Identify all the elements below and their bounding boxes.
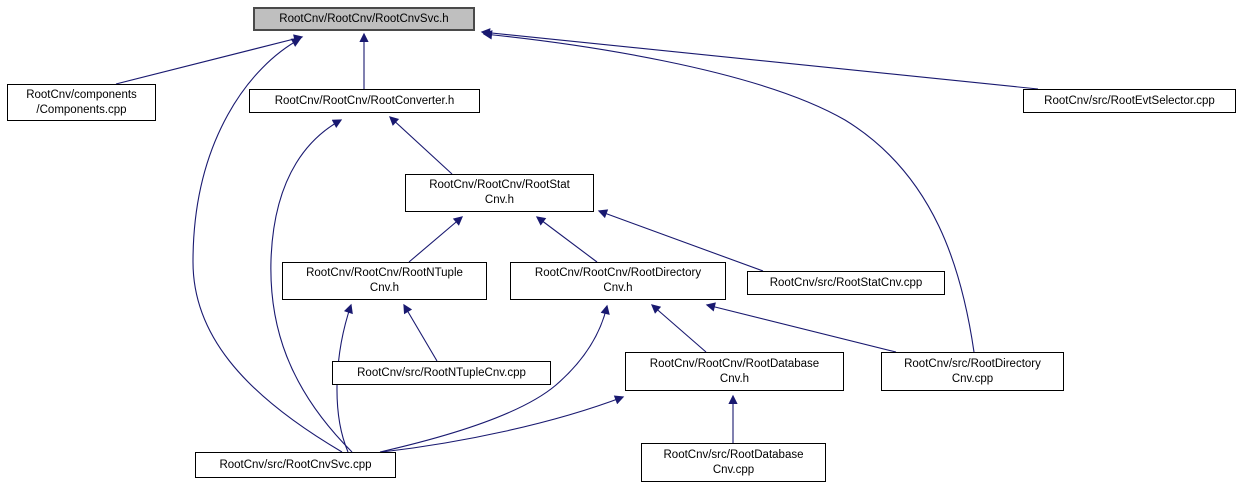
graph-node-rootcnvsvc-cpp[interactable]: RootCnv/src/RootCnvSvc.cpp <box>195 452 396 478</box>
graph-node-rootdirectorycnv-h[interactable]: RootCnv/RootCnv/RootDirectory Cnv.h <box>510 262 726 300</box>
graph-node-rootstatcnv-cpp[interactable]: RootCnv/src/RootStatCnv.cpp <box>747 271 945 295</box>
edge-rootcnvsvc-cpp-to-rootcnvsvc-h <box>192 38 343 453</box>
edge-rootdatabasecnv-h-to-rootdirectorycnv-h <box>651 304 707 353</box>
edge-rootntuplecnv-h-to-rootstatcnv-h <box>408 216 463 263</box>
graph-node-rootcnvsvc-h[interactable]: RootCnv/RootCnv/RootCnvSvc.h <box>253 7 475 31</box>
graph-node-rootntuplecnv-h[interactable]: RootCnv/RootCnv/RootNTuple Cnv.h <box>282 262 487 300</box>
edge-rootevtselector-cpp-to-rootcnvsvc-h <box>480 28 1039 90</box>
edge-rootstatcnv-cpp-to-rootstatcnv-h <box>597 209 764 272</box>
graph-node-rootevtselector-cpp[interactable]: RootCnv/src/RootEvtSelector.cpp <box>1023 89 1236 113</box>
edge-rootcnvsvc-cpp-to-rootdatabasecnv-h <box>381 395 625 453</box>
graph-node-rootstatcnv-h[interactable]: RootCnv/RootCnv/RootStat Cnv.h <box>405 174 594 212</box>
graph-node-components-cpp[interactable]: RootCnv/components /Components.cpp <box>7 84 156 121</box>
graph-node-rootconverter-h[interactable]: RootCnv/RootCnv/RootConverter.h <box>249 89 480 113</box>
graph-node-rootntuplecnv-cpp[interactable]: RootCnv/src/RootNTupleCnv.cpp <box>332 361 551 385</box>
edge-rootcnvsvc-cpp-to-rootconverter-h <box>270 119 353 453</box>
edge-rootcnvsvc-cpp-to-rootdirectorycnv-h <box>379 304 610 453</box>
graph-node-rootdatabasecnv-h[interactable]: RootCnv/RootCnv/RootDatabase Cnv.h <box>625 352 844 391</box>
edge-rootntuplecnv-cpp-to-rootntuplecnv-h <box>403 303 438 362</box>
graph-node-rootdirectorycnv-cpp[interactable]: RootCnv/src/RootDirectory Cnv.cpp <box>881 352 1064 391</box>
edge-components-cpp-to-rootcnvsvc-h <box>115 34 304 85</box>
graph-node-rootdatabasecnv-cpp[interactable]: RootCnv/src/RootDatabase Cnv.cpp <box>641 443 826 482</box>
edge-rootstatcnv-h-to-rootconverter-h <box>389 116 453 175</box>
edge-rootdirectorycnv-h-to-rootstatcnv-h <box>535 216 598 263</box>
edge-rootdirectorycnv-cpp-to-rootdirectorycnv-h <box>705 302 897 353</box>
edge-rootdirectorycnv-cpp-to-rootcnvsvc-h <box>482 30 975 353</box>
